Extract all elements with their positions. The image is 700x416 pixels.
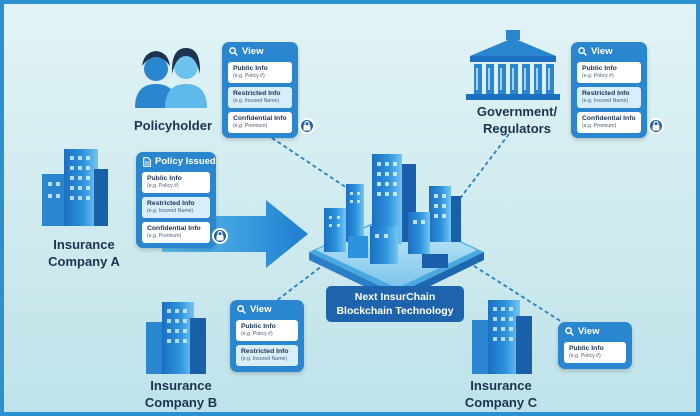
government-label: Government/ Regulators <box>462 103 572 137</box>
card-header-label: View <box>578 326 600 337</box>
info-row-example: (e.g. Policy #) <box>233 73 265 79</box>
company-a-label: Insurance Company A <box>34 236 134 270</box>
info-row-example: (e.g. Insured Name) <box>147 208 194 214</box>
info-row-restricted: Restricted Info (e.g. Insured Name) <box>228 87 292 108</box>
info-row-example: (e.g. Policy #) <box>241 331 273 337</box>
diagram-canvas <box>42 30 563 374</box>
search-icon <box>229 47 238 56</box>
info-row-title: Restricted Info <box>233 90 281 97</box>
info-row-restricted: Restricted Info (e.g. Insured Name) <box>142 197 210 218</box>
info-row-example: (e.g. Premium) <box>582 123 617 129</box>
info-row-title: Restricted Info <box>147 200 195 207</box>
policyholder-view-card: View Public Info (e.g. Policy #) Restric… <box>222 42 298 138</box>
info-row-title: Public Info <box>233 65 268 72</box>
policyholder-label: Policyholder <box>133 118 213 133</box>
company-b-label-line2: Company B <box>144 395 218 410</box>
company-a-building-icon <box>42 149 108 226</box>
connector-company-c <box>473 265 563 323</box>
card-header: View <box>558 322 632 341</box>
info-row-title: Confidential Info <box>233 115 287 122</box>
blockchain-hub-graphic <box>309 154 484 302</box>
search-icon <box>237 305 246 314</box>
search-icon <box>578 47 587 56</box>
info-row-example: (e.g. Insured Name) <box>582 98 629 104</box>
company-a-label-line1: Insurance <box>53 237 115 252</box>
card-header-label: View <box>250 304 272 315</box>
lock-icon <box>648 118 664 134</box>
info-row-title: Confidential Info <box>582 115 636 122</box>
info-row-example: (e.g. Premium) <box>233 123 268 129</box>
document-icon <box>143 156 151 167</box>
info-row-example: (e.g. Policy #) <box>147 183 179 189</box>
info-row-public: Public Info (e.g. Policy #) <box>142 172 210 193</box>
card-header: View <box>571 42 647 61</box>
info-row-restricted: Restricted Info (e.g. Insured Name) <box>577 87 641 108</box>
info-row-public: Public Info (e.g. Policy #) <box>577 62 641 83</box>
card-header: Policy Issued <box>136 152 216 171</box>
hub-title-line1: Next InsurChain <box>354 291 436 303</box>
company-b-view-card: View Public Info (e.g. Policy #) Restric… <box>230 300 304 372</box>
info-row-restricted: Restricted Info (e.g. Insured Name) <box>236 345 298 366</box>
government-label-line2: Regulators <box>483 121 551 136</box>
info-row-example: (e.g. Insured Name) <box>241 356 288 362</box>
info-row-public: Public Info (e.g. Policy #) <box>236 320 298 341</box>
card-header: View <box>230 300 304 319</box>
company-a-label-line2: Company A <box>48 254 120 269</box>
blockchain-hub-label: Next InsurChain Blockchain Technology <box>326 286 464 322</box>
company-b-label-line1: Insurance <box>150 378 212 393</box>
company-b-label: Insurance Company B <box>131 377 231 411</box>
connector-policyholder <box>265 133 357 195</box>
company-c-label: Insurance Company C <box>451 377 551 411</box>
policyholder-people-icon <box>135 48 207 108</box>
info-row-title: Public Info <box>569 345 604 352</box>
info-row-example: (e.g. Premium) <box>147 233 182 239</box>
company-c-label-line2: Company C <box>464 395 538 410</box>
info-row-title: Public Info <box>147 175 182 182</box>
info-row-example: (e.g. Policy #) <box>582 73 614 79</box>
card-header: View <box>222 42 298 61</box>
info-row-example: (e.g. Insured Name) <box>233 98 280 104</box>
company-c-label-line1: Insurance <box>470 378 532 393</box>
government-view-card: View Public Info (e.g. Policy #) Restric… <box>571 42 647 138</box>
company-c-building-icon <box>472 300 532 374</box>
info-row-title: Public Info <box>582 65 617 72</box>
government-label-line1: Government/ <box>476 104 558 119</box>
lock-icon <box>299 118 315 134</box>
info-row-example: (e.g. Policy #) <box>569 353 601 359</box>
connector-government <box>451 133 510 210</box>
card-header-label: Policy Issued <box>155 156 216 167</box>
info-row-public: Public Info (e.g. Policy #) <box>564 342 626 363</box>
info-row-title: Confidential Info <box>147 225 201 232</box>
card-header-label: View <box>591 46 613 57</box>
company-b-building-icon <box>146 302 206 374</box>
info-row-confidential: Confidential Info (e.g. Premium) <box>142 222 210 243</box>
connector-lines <box>265 133 563 323</box>
info-row-title: Restricted Info <box>241 348 289 355</box>
card-header-label: View <box>242 46 264 57</box>
connector-company-b <box>271 265 323 305</box>
hub-title-line2: Blockchain Technology <box>336 305 454 317</box>
company-a-policy-issued-card: Policy Issued Public Info (e.g. Policy #… <box>136 152 216 248</box>
government-building-icon <box>466 30 560 100</box>
info-row-confidential: Confidential Info (e.g. Premium) <box>577 112 641 133</box>
company-c-view-card: View Public Info (e.g. Policy #) <box>558 322 632 369</box>
info-row-title: Restricted Info <box>582 90 630 97</box>
info-row-confidential: Confidential Info (e.g. Premium) <box>228 112 292 133</box>
info-row-title: Public Info <box>241 323 276 330</box>
info-row-public: Public Info (e.g. Policy #) <box>228 62 292 83</box>
search-icon <box>565 327 574 336</box>
lock-icon <box>212 228 228 244</box>
